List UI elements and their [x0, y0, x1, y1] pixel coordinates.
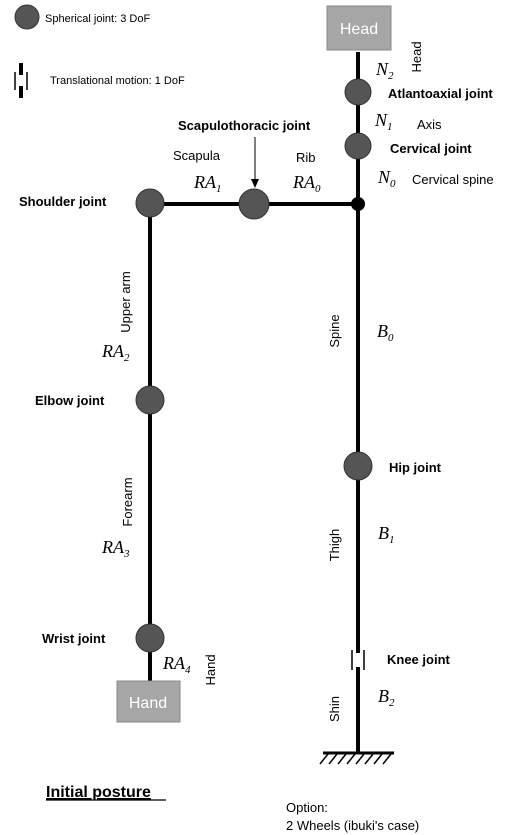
caption: Initial posture — [46, 784, 151, 801]
forearm-label: Forearm — [120, 477, 135, 526]
hip-joint-label: Hip joint — [389, 460, 442, 475]
spine-label: Spine — [327, 314, 342, 347]
axis-label: Axis — [417, 117, 442, 132]
atlantoaxial-joint-label: Atlantoaxial joint — [388, 86, 493, 101]
symbol-ra2: RA2 — [101, 341, 130, 364]
symbol-n2: N2 — [375, 59, 394, 82]
shin-label: Shin — [327, 696, 342, 722]
hand-vertical-label: Hand — [203, 654, 218, 685]
hand-box — [116, 680, 181, 723]
knee-joint-label: Knee joint — [387, 652, 451, 667]
option-detail: 2 Wheels (ibuki's case) — [286, 818, 419, 833]
upper-arm-label: Upper arm — [118, 271, 133, 332]
scapulothoracic-joint-label: Scapulothoracic joint — [178, 118, 311, 133]
hand-box-label: Hand — [129, 695, 167, 712]
thigh-label: Thigh — [327, 529, 342, 562]
legend-translational-label: Translational motion: 1 DoF — [50, 75, 185, 87]
base-joint-dot — [351, 197, 365, 211]
shoulder-joint-label: Shoulder joint — [19, 194, 107, 209]
symbol-ra0: RA0 — [292, 172, 321, 195]
symbol-b1: B1 — [378, 523, 395, 546]
symbol-b0: B0 — [377, 321, 394, 344]
scapula-label: Scapula — [173, 148, 221, 163]
cervical-spine-label: Cervical spine — [412, 172, 494, 187]
rib-label: Rib — [296, 150, 316, 165]
knee-translational-joint-icon — [351, 640, 365, 680]
head-box-label: Head — [340, 21, 378, 38]
legend-spherical-label: Spherical joint: 3 DoF — [45, 13, 150, 25]
shoulder-joint — [135, 188, 165, 218]
hip-joint — [343, 451, 373, 481]
head-box — [326, 5, 392, 51]
option-title: Option: — [286, 800, 328, 815]
ground-icon — [319, 751, 394, 765]
legend-translational-icon — [14, 63, 28, 98]
elbow-joint — [135, 385, 165, 415]
symbol-n0: N0 — [377, 167, 396, 190]
symbol-b2: B2 — [378, 686, 395, 709]
wrist-joint-label: Wrist joint — [42, 631, 106, 646]
head-vertical-label: Head — [409, 41, 424, 72]
atlantoaxial-joint — [344, 78, 372, 106]
cervical-joint — [344, 132, 372, 160]
symbol-n1: N1 — [374, 110, 393, 133]
cervical-joint-label: Cervical joint — [390, 141, 472, 156]
symbol-ra3: RA3 — [101, 537, 130, 560]
legend-spherical-joint-icon — [14, 4, 40, 30]
scapulothoracic-arrow-icon — [251, 137, 259, 188]
wrist-joint — [135, 623, 165, 653]
elbow-joint-label: Elbow joint — [35, 393, 105, 408]
scapulothoracic-joint — [238, 188, 270, 220]
symbol-ra1: RA1 — [193, 172, 222, 195]
symbol-ra4: RA4 — [162, 653, 191, 676]
